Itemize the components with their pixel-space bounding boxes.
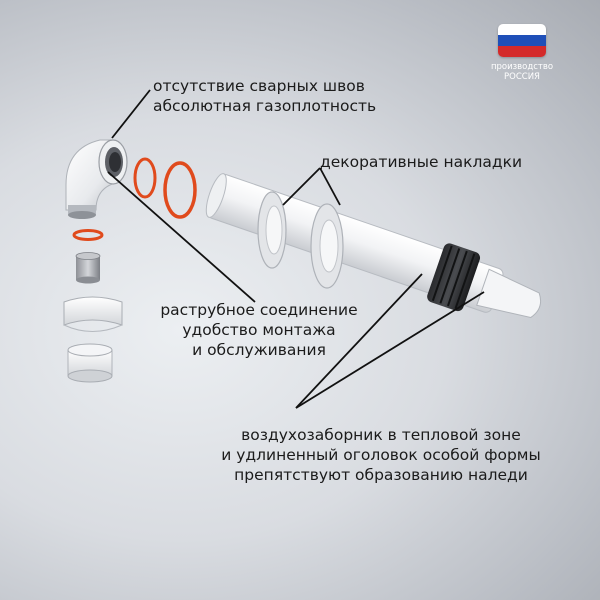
- caption-line: абсолютная газоплотность: [153, 97, 377, 115]
- caption-line: препятствуют образованию наледи: [234, 466, 528, 484]
- elbow-fitting: [65, 139, 128, 219]
- caption-socket-joint: раструбное соединение удобство монтажа и…: [140, 300, 378, 360]
- seal-rings: [72, 157, 197, 241]
- metal-sleeve: [75, 252, 101, 284]
- caption-line: и обслуживания: [192, 341, 326, 359]
- russia-flag-icon: [498, 24, 546, 57]
- caption-line: декоративные накладки: [320, 153, 523, 171]
- caption-air-intake: воздухозаборник в тепловой зоне и удлине…: [196, 425, 566, 485]
- caption-line: воздухозаборник в тепловой зоне: [241, 426, 521, 444]
- badge-line: производство: [490, 62, 554, 72]
- caption-line: отсутствие сварных швов: [153, 77, 365, 95]
- made-in-russia-badge: производство РОССИЯ: [474, 62, 570, 82]
- clamp-band: [63, 296, 123, 332]
- white-sleeve: [67, 343, 113, 383]
- air-intake-ring: [427, 243, 481, 312]
- decorative-cover-2: [310, 203, 344, 289]
- caption-no-welds: отсутствие сварных швов абсолютная газоп…: [153, 76, 376, 116]
- callout-lines: [107, 89, 485, 409]
- caption-line: и удлиненный оголовок особой формы: [221, 446, 541, 464]
- decorative-cover-1: [257, 191, 287, 269]
- badge-line: РОССИЯ: [504, 72, 540, 82]
- caption-line: раструбное соединение: [160, 301, 358, 319]
- caption-line: удобство монтажа: [182, 321, 336, 339]
- caption-decorative-covers: декоративные накладки: [320, 152, 522, 172]
